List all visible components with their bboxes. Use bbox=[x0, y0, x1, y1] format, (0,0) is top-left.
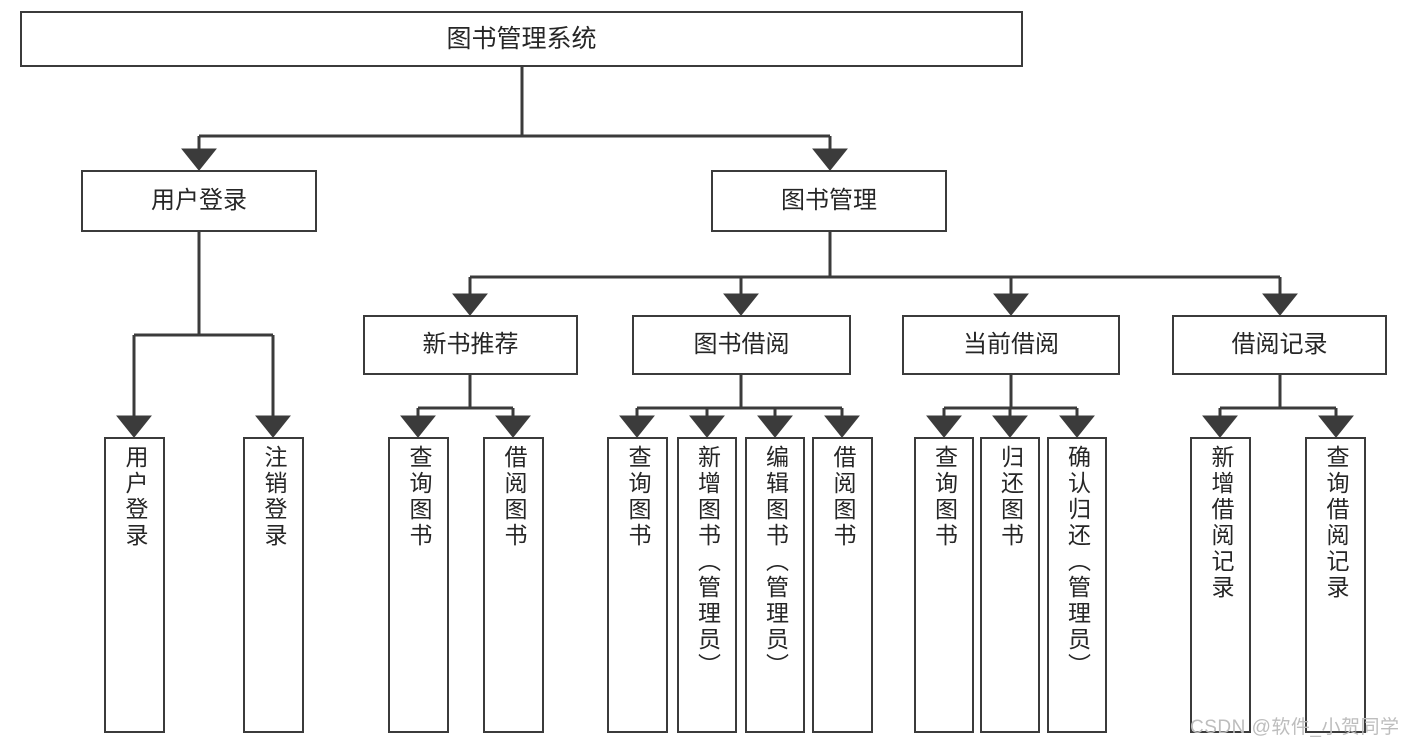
leaf-current-borrow-return-books[interactable]: 归还图书 bbox=[980, 437, 1040, 733]
node-root-book-management-system[interactable]: 图书管理系统 bbox=[20, 11, 1023, 67]
node-label: 确认归还（管理员） bbox=[1064, 445, 1091, 679]
node-user-login[interactable]: 用户登录 bbox=[81, 170, 317, 232]
node-label: 图书管理 bbox=[781, 186, 877, 214]
node-label: 新增图书（管理员） bbox=[694, 445, 721, 679]
node-label: 编辑图书（管理员） bbox=[762, 445, 789, 679]
leaf-user-login-login[interactable]: 用户登录 bbox=[104, 437, 165, 733]
node-label: 图书管理系统 bbox=[446, 25, 597, 53]
leaf-book-borrow-query-books[interactable]: 查询图书 bbox=[607, 437, 668, 733]
node-new-book-recommendation[interactable]: 新书推荐 bbox=[363, 315, 578, 375]
node-current-borrowing[interactable]: 当前借阅 bbox=[902, 315, 1120, 375]
node-label: 注销登录 bbox=[261, 445, 287, 549]
node-book-borrowing[interactable]: 图书借阅 bbox=[632, 315, 851, 375]
leaf-record-add-borrow-record[interactable]: 新增借阅记录 bbox=[1190, 437, 1251, 733]
leaf-new-book-query-books[interactable]: 查询图书 bbox=[388, 437, 449, 733]
leaf-user-login-logout[interactable]: 注销登录 bbox=[243, 437, 304, 733]
node-label: 查询借阅记录 bbox=[1323, 445, 1349, 601]
node-label: 当前借阅 bbox=[963, 330, 1059, 358]
leaf-new-book-borrow-books[interactable]: 借阅图书 bbox=[483, 437, 544, 733]
leaf-book-borrow-edit-book-admin[interactable]: 编辑图书（管理员） bbox=[745, 437, 805, 733]
node-borrowing-records[interactable]: 借阅记录 bbox=[1172, 315, 1387, 375]
node-label: 图书借阅 bbox=[693, 330, 790, 358]
node-label: 用户登录 bbox=[151, 186, 247, 214]
node-label: 查询图书 bbox=[931, 445, 958, 549]
node-label: 新增借阅记录 bbox=[1208, 445, 1234, 601]
leaf-book-borrow-add-book-admin[interactable]: 新增图书（管理员） bbox=[677, 437, 737, 733]
leaf-book-borrow-borrow-books[interactable]: 借阅图书 bbox=[812, 437, 873, 733]
csdn-watermark: CSDN @软件_小贺同学 bbox=[1190, 717, 1400, 738]
node-book-management[interactable]: 图书管理 bbox=[711, 170, 947, 232]
leaf-current-borrow-query-books[interactable]: 查询图书 bbox=[914, 437, 974, 733]
node-label: 借阅图书 bbox=[501, 445, 527, 549]
node-label: 查询图书 bbox=[406, 445, 432, 549]
leaf-record-query-borrow-record[interactable]: 查询借阅记录 bbox=[1305, 437, 1366, 733]
node-label: 新书推荐 bbox=[422, 330, 519, 358]
node-label: 用户登录 bbox=[122, 445, 148, 549]
node-label: 归还图书 bbox=[997, 445, 1024, 549]
leaf-current-borrow-confirm-return-admin[interactable]: 确认归还（管理员） bbox=[1047, 437, 1107, 733]
node-label: 借阅图书 bbox=[830, 445, 856, 549]
node-label: 借阅记录 bbox=[1231, 330, 1328, 358]
node-label: 查询图书 bbox=[625, 445, 651, 549]
